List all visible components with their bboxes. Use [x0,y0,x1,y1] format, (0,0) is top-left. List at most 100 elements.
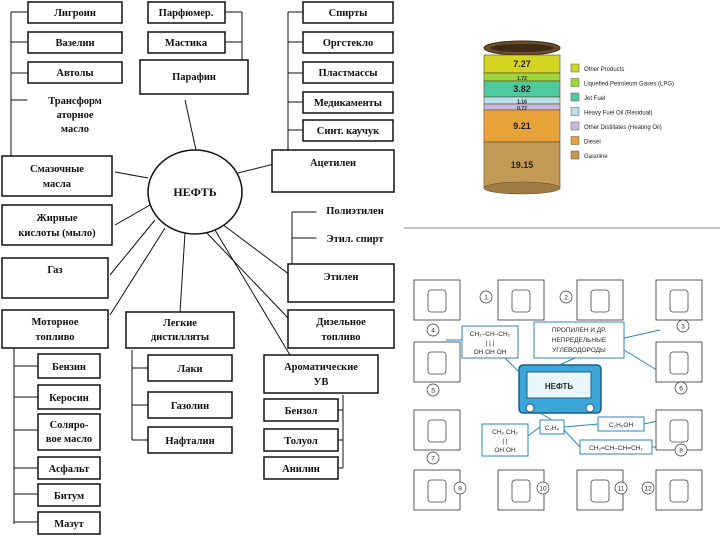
box-polietilen: Полиэтилен [316,199,394,223]
barrel-segment-value: 1.16 [517,100,527,106]
label-aromaticheskie-2: УВ [314,377,329,388]
label-butadiene: CH₂=CH–CH=CH₂ [589,445,643,452]
label-anilin: Анилин [282,464,320,475]
box-spirty: Спирты [302,1,394,24]
tile-number-circle [479,290,493,304]
label-orgsteklo: Оргстекло [323,38,373,49]
box-sint-kauchuk: Синт. каучук [302,119,394,142]
tile-number: 4 [431,328,435,335]
barrel-segment-value: 19.15 [511,160,534,170]
scheme-image-tile [497,279,545,321]
box-solyarovoe: Соляро- вое масло [37,413,101,451]
tile-number-circle [641,481,655,495]
box-mastika: Мастика [147,31,226,54]
connector-lines [10,11,344,524]
tile-sketch [427,289,447,313]
box-benzol: Бензол [263,398,339,422]
label-glycol-3: OH OH [494,447,516,454]
scheme-glycerin: CH₂–CH–CH₂ | | | OH OH OH [461,325,519,359]
label-dizelnoe-1: Дизельное [316,317,366,328]
label-ethylene: C₂H₄ [545,425,560,432]
legend-label: Heavy Fuel Oil (Residual) [584,111,652,117]
box-acetilen: Ацетилен [271,149,395,193]
tile-number: 8 [679,448,683,455]
scheme-image-tile [655,279,703,321]
label-zhirnye-1: Жирные [36,213,78,224]
tile-sketch [669,479,689,503]
barrel-segment [483,109,561,143]
label-glycol-2: | | [502,438,507,445]
chemistry-scheme: НЕФТЬ ПРОПИЛЕН И ДР. НЕПРЕДЕЛЬНЫЕ УГЛЕВО… [404,227,720,511]
barrel-segment-value: 9.21 [513,121,531,131]
label-smazochnye-2: масла [43,179,72,190]
box-ligroin: Лигроин [27,1,123,24]
tile-sketch [427,419,447,443]
box-etil-spirt: Этил. спирт [316,227,394,251]
label-zhirnye-2: кислоты (мыло) [18,228,96,239]
label-center-neft: НЕФТЬ [173,185,216,199]
tile-number-circle [453,481,467,495]
legend-label: Jet Fuel [584,96,605,102]
label-vazelin: Вазелин [55,38,94,49]
box-bitum: Битум [37,483,101,507]
tile-sketch [427,351,447,375]
tile-number-circle [426,323,440,337]
tile-number-circle [676,319,690,333]
box-zhirnye: Жирные кислоты (мыло) [1,204,113,246]
scheme-butadiene: CH₂=CH–CH=CH₂ [579,439,653,455]
tile-sketch [511,289,531,313]
tile-number: 12 [644,486,652,493]
tile-sketch [669,419,689,443]
label-benzin: Бензин [52,362,86,373]
box-laki: Лаки [147,354,233,382]
label-plastmassy: Пластмассы [319,68,378,79]
tile-number-circle [674,381,688,395]
label-spirty: Спирты [329,8,368,19]
box-kerosin: Керосин [37,384,101,410]
label-kerosin: Керосин [49,393,89,404]
label-etil-spirt: Этил. спирт [326,234,384,245]
label-avtoly: Автолы [56,68,93,79]
tile-number-circle [614,481,628,495]
legend-swatch [570,63,580,73]
scheme-image-tile [413,341,461,383]
tile-sketch [511,479,531,503]
legend-swatch [570,78,580,87]
label-naftalin: Нафталин [165,436,214,447]
label-etilen: Этилен [324,272,359,283]
label-propylene-1: ПРОПИЛЕН И ДР. [552,327,606,334]
scheme-image-tile [413,409,461,451]
label-scheme-neft: НЕФТЬ [545,382,574,391]
tile-number-circle [674,443,688,457]
barrel-opening [490,44,554,52]
center-node-neft: НЕФТЬ [147,149,243,235]
scheme-image-tile [413,279,461,321]
label-glycerin-1: CH₂–CH–CH₂ [470,331,511,338]
legend-label: Liquefied Petroleum Gases (LPG) [584,82,674,88]
box-avtoly: Автолы [27,61,123,84]
tile-sketch [590,289,610,313]
label-ligroin: Лигроин [54,8,96,19]
scheme-ethanol: C₂H₅OH [597,416,645,432]
tile-number: 5 [431,388,435,395]
box-parfum: Парфюмер. [147,1,226,24]
label-mastika: Мастика [165,38,208,49]
label-transformator-2: аторное [56,110,93,121]
box-gazolin: Газолин [147,391,233,419]
label-ethanol: C₂H₅OH [609,422,634,429]
box-mazut: Мазут [37,511,101,535]
scheme-image-tile [655,341,703,383]
label-glycerin-3: OH OH OH [474,349,507,356]
label-aromaticheskie-1: Ароматические [284,362,358,373]
tile-number: 7 [431,456,435,463]
tile-number: 1 [484,295,488,302]
label-polietilen: Полиэтилен [326,206,384,217]
label-smazochnye-1: Смазочные [30,164,84,175]
scheme-image-tile [576,279,624,321]
legend-label: Diesel [584,140,601,146]
tile-number-circle [426,383,440,397]
barrel-segment [483,141,561,189]
tile-number: 2 [564,295,568,302]
